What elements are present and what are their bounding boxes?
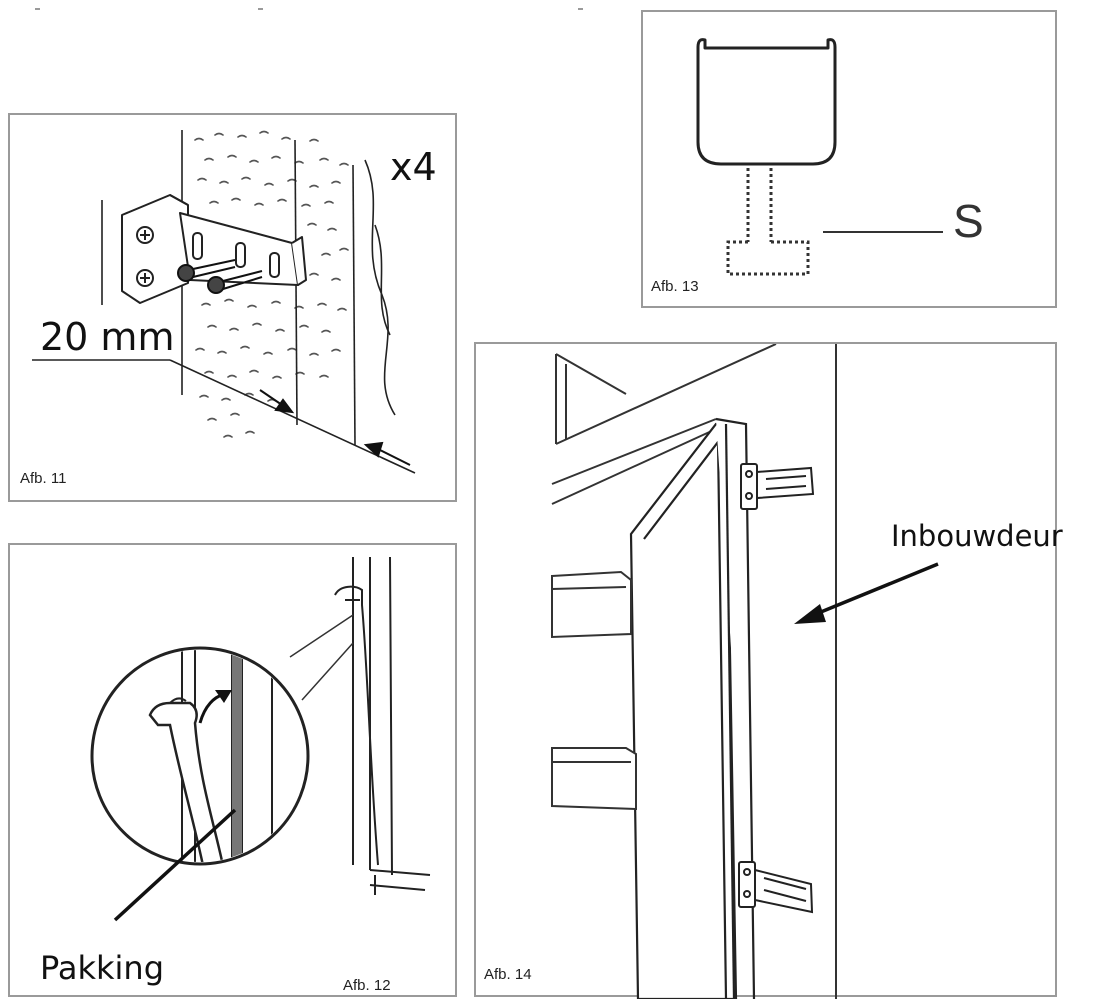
mounting-bracket	[121, 194, 307, 304]
screw-icon	[177, 259, 263, 294]
rotate-arrow-icon	[198, 690, 232, 724]
figure-afb-12: Pakking Afb. 12	[8, 543, 457, 997]
arrow-icon	[794, 562, 939, 624]
scan-mark	[578, 8, 583, 10]
bracket-mounting-illustration	[32, 130, 416, 474]
figure-caption: Afb. 13	[651, 278, 699, 295]
figure-caption: Afb. 11	[20, 470, 67, 487]
arrow-icon	[259, 389, 411, 466]
cabinet-edge-lines	[32, 130, 416, 474]
built-in-door-label: Inbouwdeur	[891, 519, 1063, 553]
cabinet-frame	[551, 344, 837, 999]
figure-caption: Afb. 12	[343, 977, 391, 994]
figure-afb-11: x4 20 mm Afb. 11	[8, 113, 457, 502]
quantity-label: x4	[390, 145, 437, 189]
dimension-label: S	[953, 195, 984, 247]
gasket-illustration	[90, 556, 431, 922]
door-installation-illustration	[551, 344, 939, 999]
scan-mark	[258, 8, 263, 10]
label-pointer	[113, 808, 237, 922]
figure-afb-13: S Afb. 13	[641, 10, 1057, 308]
door-frame	[334, 556, 431, 895]
cabinet-side-texture	[194, 130, 349, 438]
figure-caption: Afb. 14	[484, 966, 532, 983]
scan-mark	[35, 8, 40, 10]
door-shelf	[551, 570, 637, 811]
cabinet-outline	[696, 38, 837, 166]
magnified-gasket	[148, 650, 273, 862]
dimension-label: 20 mm	[40, 315, 175, 359]
hinge-bracket	[738, 463, 815, 914]
fridge-door	[629, 417, 756, 999]
gasket-label: Pakking	[40, 949, 165, 987]
foot-dotted-outline	[726, 168, 810, 276]
figure-afb-14: Inbouwdeur Afb. 14	[474, 342, 1063, 999]
feet-illustration	[696, 38, 943, 276]
